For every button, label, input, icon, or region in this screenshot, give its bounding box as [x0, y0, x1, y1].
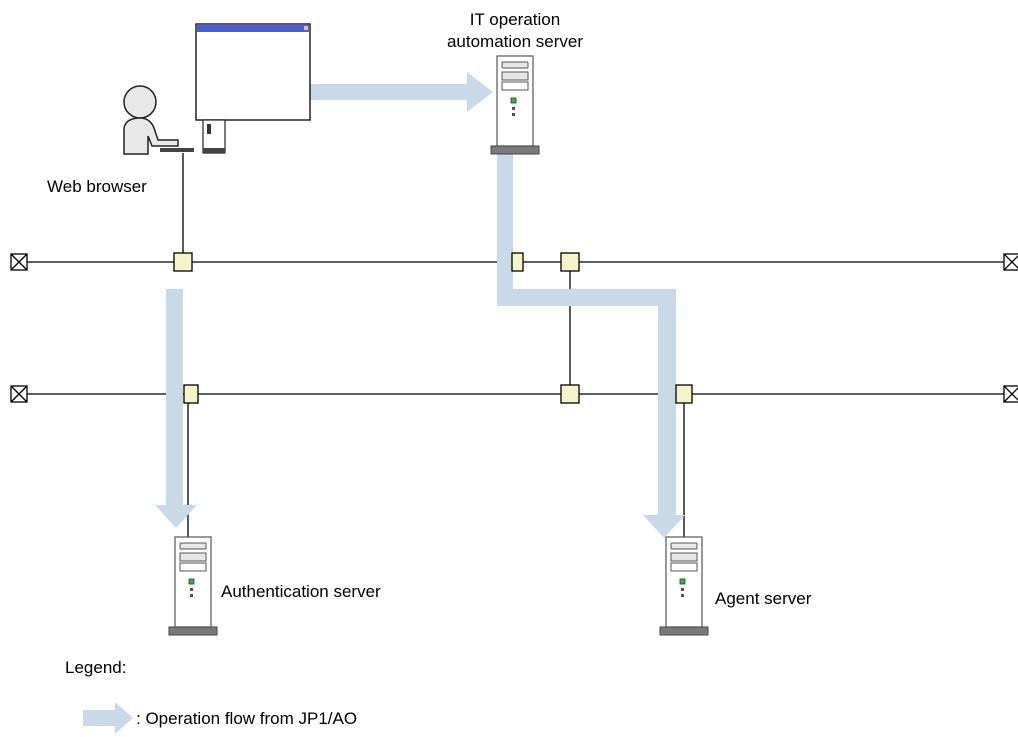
legend-flow-description: : Operation flow from JP1/AO — [136, 709, 358, 728]
terminator-icon — [1003, 385, 1018, 403]
terminator-icon — [10, 253, 28, 271]
it-server-label: IT operation automation server — [420, 9, 610, 53]
terminator-icon — [1003, 253, 1018, 271]
user-icon — [123, 85, 194, 155]
connection-node — [173, 252, 193, 272]
agent-server-icon — [659, 536, 709, 636]
connection-nodes — [173, 252, 693, 404]
connection-node — [560, 384, 580, 404]
connection-node — [675, 384, 693, 404]
terminators — [10, 253, 1018, 403]
it-server-label-line1: IT operation — [469, 10, 561, 29]
flow-arrow-server-to-auth — [155, 153, 513, 528]
browser-window — [195, 23, 311, 154]
authentication-server-icon — [168, 536, 218, 636]
it-operation-server-icon — [490, 55, 540, 155]
terminator-icon — [10, 385, 28, 403]
agent-server-label: Agent server — [715, 589, 812, 608]
flow-arrow-server-to-agent — [497, 289, 685, 538]
connection-node — [183, 384, 199, 404]
connection-node — [560, 252, 580, 272]
it-server-label-line2: automation server — [446, 32, 584, 51]
flow-arrow-browser-to-server — [310, 72, 493, 112]
legend-title: Legend: — [65, 658, 127, 677]
authentication-server-label: Authentication server — [221, 582, 381, 601]
connection-node — [511, 252, 524, 272]
web-browser-label: Web browser — [47, 177, 147, 196]
operation-flow-arrows — [155, 72, 685, 538]
legend-arrow-icon — [83, 702, 133, 734]
